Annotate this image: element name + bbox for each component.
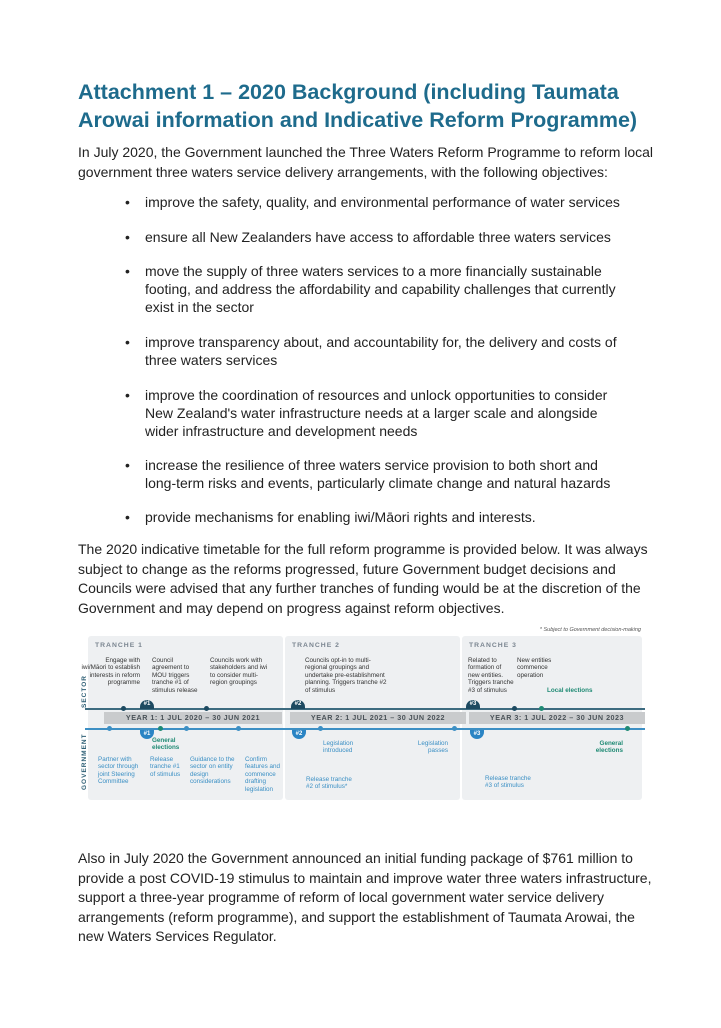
intro-paragraph: In July 2020, the Government launched th… bbox=[78, 144, 654, 180]
marker-3-government: #3 bbox=[470, 730, 484, 739]
year-2-bar: YEAR 2: 1 JUL 2021 – 30 JUN 2022 bbox=[290, 712, 466, 724]
government-label: GOVERNMENT bbox=[81, 733, 88, 790]
government-event: General elections bbox=[595, 740, 623, 755]
event-dot bbox=[512, 706, 517, 711]
year-3-bar: YEAR 3: 1 JUL 2022 – 30 JUN 2023 bbox=[469, 712, 645, 724]
sector-event: New entities commence operation bbox=[517, 657, 552, 679]
funding-paragraph: Also in July 2020 the Government announc… bbox=[78, 850, 652, 945]
government-event: Confirm features and commence drafting l… bbox=[245, 756, 281, 793]
marker-1-sector: #1 bbox=[140, 700, 154, 709]
government-event: Guidance to the sector on entity design … bbox=[190, 756, 235, 786]
bullet-icon: • bbox=[125, 509, 130, 525]
event-dot bbox=[121, 706, 126, 711]
sector-event: Councils work with stakeholders and iwi … bbox=[210, 657, 268, 687]
event-dot bbox=[452, 726, 457, 731]
sector-event: Engage with iwi/Māori to establish inter… bbox=[81, 657, 140, 687]
sector-timeline bbox=[85, 708, 645, 710]
event-dot bbox=[184, 726, 189, 731]
event-dot bbox=[539, 706, 544, 711]
sector-event: Related to formation of new entities. Tr… bbox=[468, 657, 514, 694]
government-timeline bbox=[85, 728, 645, 730]
bullet-icon: • bbox=[125, 229, 130, 245]
sector-event: Councils opt-in to multi-regional groupi… bbox=[305, 657, 387, 694]
government-event: General elections bbox=[152, 737, 180, 752]
event-dot bbox=[236, 726, 241, 731]
government-event: Release tranche #1 of stimulus bbox=[150, 756, 181, 778]
footnote: * Subject to Government decision-making bbox=[539, 627, 641, 633]
marker-1-government: #1 bbox=[140, 730, 154, 739]
bullet-icon: • bbox=[125, 334, 130, 350]
event-dot bbox=[204, 706, 209, 711]
timetable-paragraph: The 2020 indicative timetable for the fu… bbox=[78, 541, 648, 616]
bullet-icon: • bbox=[125, 263, 130, 279]
bullet-icon: • bbox=[125, 194, 130, 210]
event-dot bbox=[158, 726, 163, 731]
bullet-icon: • bbox=[125, 457, 130, 473]
event-dot bbox=[318, 726, 323, 731]
marker-3-sector: #3 bbox=[466, 700, 480, 709]
sector-event: Council agreement to MOU triggers tranch… bbox=[152, 657, 198, 694]
event-dot bbox=[107, 726, 112, 731]
sector-event: Local elections bbox=[547, 687, 593, 694]
reform-timeline-diagram: * Subject to Government decision-making … bbox=[80, 620, 645, 805]
page-title: Attachment 1 – 2020 Background (includin… bbox=[78, 80, 638, 132]
government-event: Release tranche #3 of stimulus bbox=[485, 775, 531, 790]
marker-2-government: #2 bbox=[292, 730, 306, 739]
government-event: Legislation passes bbox=[417, 740, 448, 755]
government-event: Legislation introduced bbox=[323, 740, 354, 755]
tranche-label: TRANCHE 2 bbox=[292, 642, 340, 649]
event-dot bbox=[625, 726, 630, 731]
government-event: Release tranche #2 of stimulus* bbox=[306, 776, 352, 791]
marker-2-sector: #2 bbox=[291, 700, 305, 709]
year-1-bar: YEAR 1: 1 JUL 2020 – 30 JUN 2021 bbox=[104, 712, 282, 724]
government-event: Partner with sector through joint Steeri… bbox=[98, 756, 139, 786]
tranche-label: TRANCHE 3 bbox=[469, 642, 517, 649]
bullet-icon: • bbox=[125, 387, 130, 403]
tranche-label: TRANCHE 1 bbox=[95, 642, 143, 649]
